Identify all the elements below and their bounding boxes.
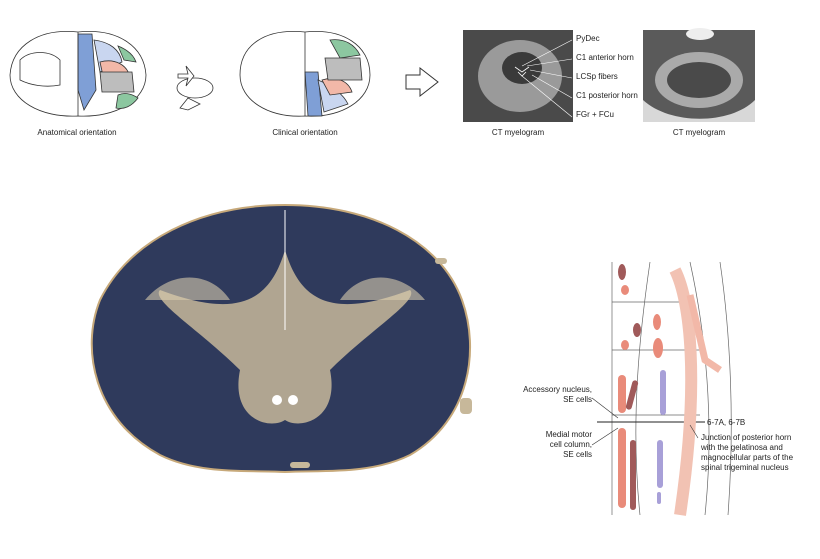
ct-label-pydec: PyDec — [576, 34, 600, 43]
label-accessory-nucleus: Accessory nucleus,SE cells — [523, 385, 592, 404]
ct-label-c1-posterior-horn: C1 posterior horn — [576, 91, 638, 100]
anatomical-orientation-caption: Anatomical orientation — [37, 128, 117, 137]
ct-myelogram-image-1 — [463, 30, 573, 122]
ct-myelogram-caption-1: CT myelogram — [491, 128, 545, 137]
clinical-diagram — [239, 31, 371, 117]
anatomical-diagram — [9, 31, 147, 117]
leader-lines — [591, 397, 699, 446]
ct-myelogram-image-2 — [643, 28, 755, 122]
schematic-nuclei — [618, 264, 722, 516]
clinical-orientation-caption: Clinical orientation — [272, 128, 338, 137]
ct-label-fgr-fcu: FGr + FCu — [576, 110, 615, 119]
ct-myelogram-caption-2: CT myelogram — [672, 128, 726, 137]
ct-label-c1-anterior-horn: C1 anterior horn — [576, 53, 634, 62]
ct-label-lcsp-fibers: LCSp fibers — [576, 72, 618, 81]
rotate-arrow-icon — [176, 65, 214, 111]
stained-spinal-cord-section — [90, 203, 472, 474]
hollow-arrow-icon — [405, 66, 439, 98]
level-label: 6-7A, 6-7B — [707, 418, 746, 427]
